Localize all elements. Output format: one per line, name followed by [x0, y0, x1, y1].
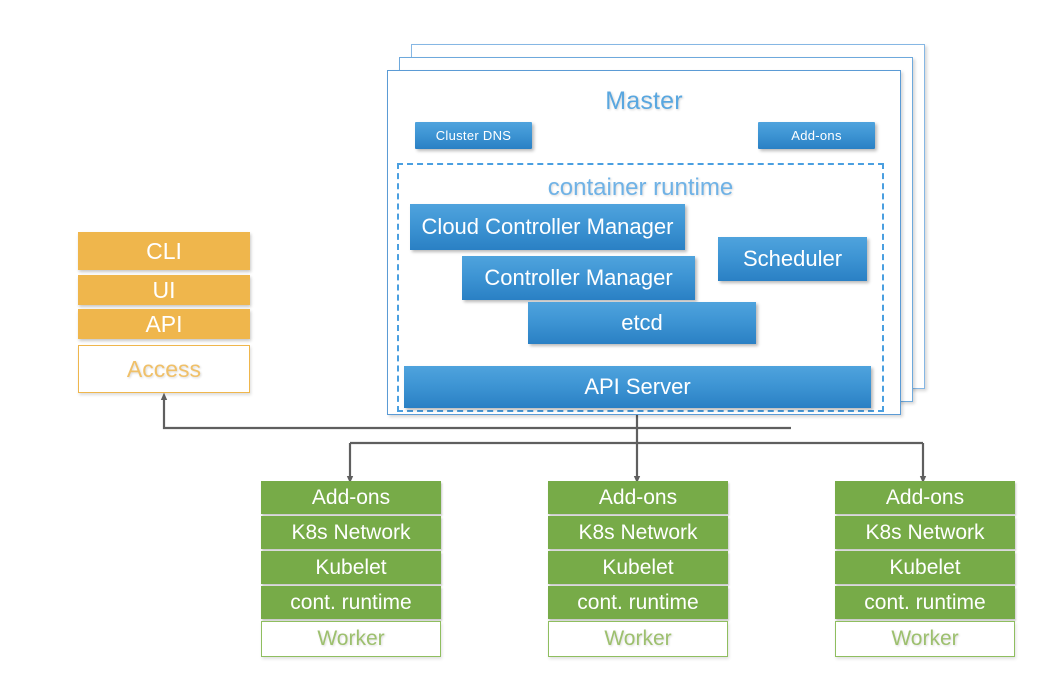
master-replica-frame-1: Master Cluster DNS Add-ons container run… — [387, 70, 901, 415]
cloud-controller-manager-box[interactable]: Cloud Controller Manager — [410, 204, 685, 250]
master-title: Master — [605, 87, 683, 115]
worker-1-layer-addons-label: Add-ons — [311, 485, 391, 509]
api-server-box[interactable]: API Server — [404, 366, 871, 408]
worker-2-layer-addons-label: Add-ons — [598, 485, 678, 509]
worker-3-layer-runtime[interactable]: cont. runtime — [835, 586, 1015, 619]
access-layer-api-label: API — [145, 310, 183, 337]
access-layer-cli[interactable]: CLI — [78, 232, 250, 270]
worker-node-1: Add-ons K8s Network Kubelet cont. runtim… — [261, 481, 441, 657]
etcd-label: etcd — [621, 310, 663, 335]
cluster-dns-label: Cluster DNS — [435, 128, 512, 143]
worker-2-layer-addons[interactable]: Add-ons — [548, 481, 728, 514]
container-runtime-region: container runtime — [397, 163, 884, 412]
worker-1-layer-runtime-label: cont. runtime — [290, 590, 412, 614]
worker-3-layer-addons[interactable]: Add-ons — [835, 481, 1015, 514]
worker-node-2: Add-ons K8s Network Kubelet cont. runtim… — [548, 481, 728, 657]
worker-1-layer-kubelet-label: Kubelet — [315, 555, 387, 579]
worker-2-layer-runtime-label: cont. runtime — [577, 590, 699, 614]
worker-2-footer-label: Worker — [604, 627, 672, 650]
api-server-label: API Server — [584, 374, 691, 399]
worker-1-footer[interactable]: Worker — [261, 621, 441, 657]
worker-1-footer-label: Worker — [317, 627, 385, 650]
worker-2-footer[interactable]: Worker — [548, 621, 728, 657]
worker-1-layer-network[interactable]: K8s Network — [261, 516, 441, 549]
access-footer[interactable]: Access — [78, 345, 250, 393]
scheduler-box[interactable]: Scheduler — [718, 237, 867, 281]
worker-2-layer-kubelet-label: Kubelet — [602, 555, 674, 579]
worker-3-layer-network-label: K8s Network — [865, 520, 985, 544]
cloud-controller-manager-label: Cloud Controller Manager — [421, 214, 674, 239]
container-runtime-title: container runtime — [547, 174, 734, 201]
access-layer-ui[interactable]: UI — [78, 275, 250, 305]
controller-manager-label: Controller Manager — [484, 265, 673, 290]
access-layer-api[interactable]: API — [78, 309, 250, 339]
worker-3-layer-addons-label: Add-ons — [885, 485, 965, 509]
worker-2-layer-runtime[interactable]: cont. runtime — [548, 586, 728, 619]
worker-2-layer-network-label: K8s Network — [578, 520, 698, 544]
etcd-box[interactable]: etcd — [528, 302, 756, 344]
master-addons-label: Add-ons — [791, 128, 842, 143]
cluster-dns-box[interactable]: Cluster DNS — [415, 122, 532, 149]
worker-3-layer-kubelet[interactable]: Kubelet — [835, 551, 1015, 584]
worker-1-layer-runtime[interactable]: cont. runtime — [261, 586, 441, 619]
worker-2-layer-network[interactable]: K8s Network — [548, 516, 728, 549]
master-addons-box[interactable]: Add-ons — [758, 122, 875, 149]
worker-2-layer-kubelet[interactable]: Kubelet — [548, 551, 728, 584]
worker-1-layer-kubelet[interactable]: Kubelet — [261, 551, 441, 584]
worker-3-footer[interactable]: Worker — [835, 621, 1015, 657]
worker-3-layer-kubelet-label: Kubelet — [889, 555, 961, 579]
access-layer-cli-label: CLI — [146, 237, 182, 264]
worker-3-layer-network[interactable]: K8s Network — [835, 516, 1015, 549]
access-footer-label: Access — [126, 355, 202, 382]
controller-manager-box[interactable]: Controller Manager — [462, 256, 695, 300]
worker-1-layer-network-label: K8s Network — [291, 520, 411, 544]
worker-3-layer-runtime-label: cont. runtime — [864, 590, 986, 614]
access-layer-ui-label: UI — [152, 276, 176, 303]
worker-3-footer-label: Worker — [891, 627, 959, 650]
scheduler-label: Scheduler — [742, 246, 843, 271]
worker-node-3: Add-ons K8s Network Kubelet cont. runtim… — [835, 481, 1015, 657]
worker-1-layer-addons[interactable]: Add-ons — [261, 481, 441, 514]
